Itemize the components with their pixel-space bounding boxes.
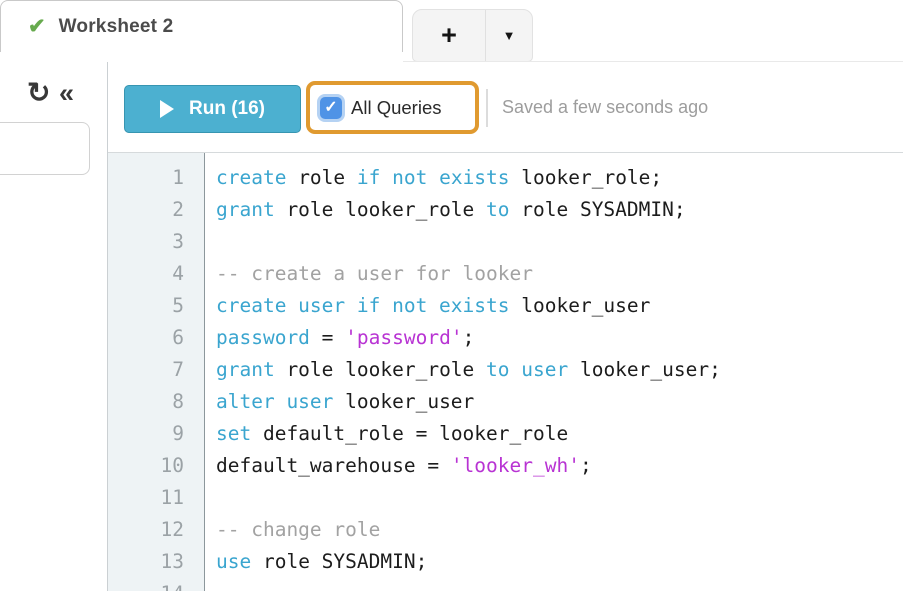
code-line[interactable]: use role SYSADMIN; bbox=[216, 550, 428, 573]
header-divider bbox=[403, 61, 903, 62]
editor-top-border bbox=[108, 152, 903, 153]
saved-status: Saved a few seconds ago bbox=[502, 97, 709, 117]
run-button-label: Run (16) bbox=[189, 98, 265, 119]
line-number: 1 bbox=[172, 166, 184, 189]
all-queries-checkbox[interactable]: ✓ bbox=[320, 96, 342, 119]
gutter-numbers: 1234567891011121314 bbox=[108, 153, 205, 591]
collapse-sidebar-icon[interactable]: « bbox=[59, 78, 74, 108]
tab-actions-group: + ▼ bbox=[412, 9, 533, 62]
tab-worksheet-2[interactable]: ✔ Worksheet 2 bbox=[0, 0, 403, 52]
code-line[interactable]: create role if not exists looker_role; bbox=[216, 166, 663, 189]
line-number: 5 bbox=[172, 294, 184, 317]
worksheet-menu-dropdown[interactable]: ▼ bbox=[502, 28, 516, 43]
all-queries-highlight: ✓ All Queries bbox=[306, 81, 479, 134]
code-line[interactable]: alter user looker_user bbox=[216, 390, 475, 413]
line-number: 12 bbox=[160, 518, 184, 541]
code-line[interactable]: default_warehouse = 'looker_wh'; bbox=[216, 454, 592, 477]
code-line[interactable]: -- change role bbox=[216, 518, 381, 541]
line-number: 14 bbox=[108, 578, 204, 591]
line-number: 2 bbox=[172, 198, 184, 221]
line-number: 13 bbox=[160, 550, 184, 573]
line-number: 9 bbox=[172, 422, 184, 445]
code-line[interactable]: -- create a user for looker bbox=[216, 262, 533, 285]
line-number: 7 bbox=[172, 358, 184, 381]
tab-label: Worksheet 2 bbox=[58, 15, 174, 37]
code-line[interactable] bbox=[216, 578, 903, 591]
toolbar-divider bbox=[486, 89, 488, 127]
line-number: 4 bbox=[172, 262, 184, 285]
line-number: 10 bbox=[160, 454, 184, 477]
line-number: 3 bbox=[172, 230, 184, 253]
new-worksheet-button[interactable]: + bbox=[413, 10, 486, 61]
run-button[interactable]: Run (16) bbox=[124, 85, 301, 133]
all-queries-label[interactable]: All Queries bbox=[351, 96, 442, 118]
checkmark-icon: ✓ bbox=[324, 98, 338, 116]
sidebar-divider bbox=[107, 62, 108, 591]
code-line[interactable]: grant role looker_role to role SYSADMIN; bbox=[216, 198, 686, 221]
success-checkmark-icon: ✔ bbox=[28, 15, 46, 38]
code-line[interactable]: set default_role = looker_role bbox=[216, 422, 569, 445]
line-number: 6 bbox=[172, 326, 184, 349]
code-lines[interactable]: create role if not exists looker_role;gr… bbox=[216, 153, 903, 591]
play-icon bbox=[160, 100, 174, 118]
line-number: 8 bbox=[172, 390, 184, 413]
code-line[interactable]: grant role looker_role to user looker_us… bbox=[216, 358, 721, 381]
code-line[interactable] bbox=[216, 482, 903, 514]
code-line[interactable] bbox=[216, 226, 903, 258]
sidebar-search-box[interactable] bbox=[0, 122, 90, 175]
refresh-icon[interactable]: ↻ bbox=[27, 77, 51, 108]
line-number: 11 bbox=[160, 486, 184, 509]
code-line[interactable]: password = 'password'; bbox=[216, 326, 475, 349]
code-line[interactable]: create user if not exists looker_user bbox=[216, 294, 651, 317]
